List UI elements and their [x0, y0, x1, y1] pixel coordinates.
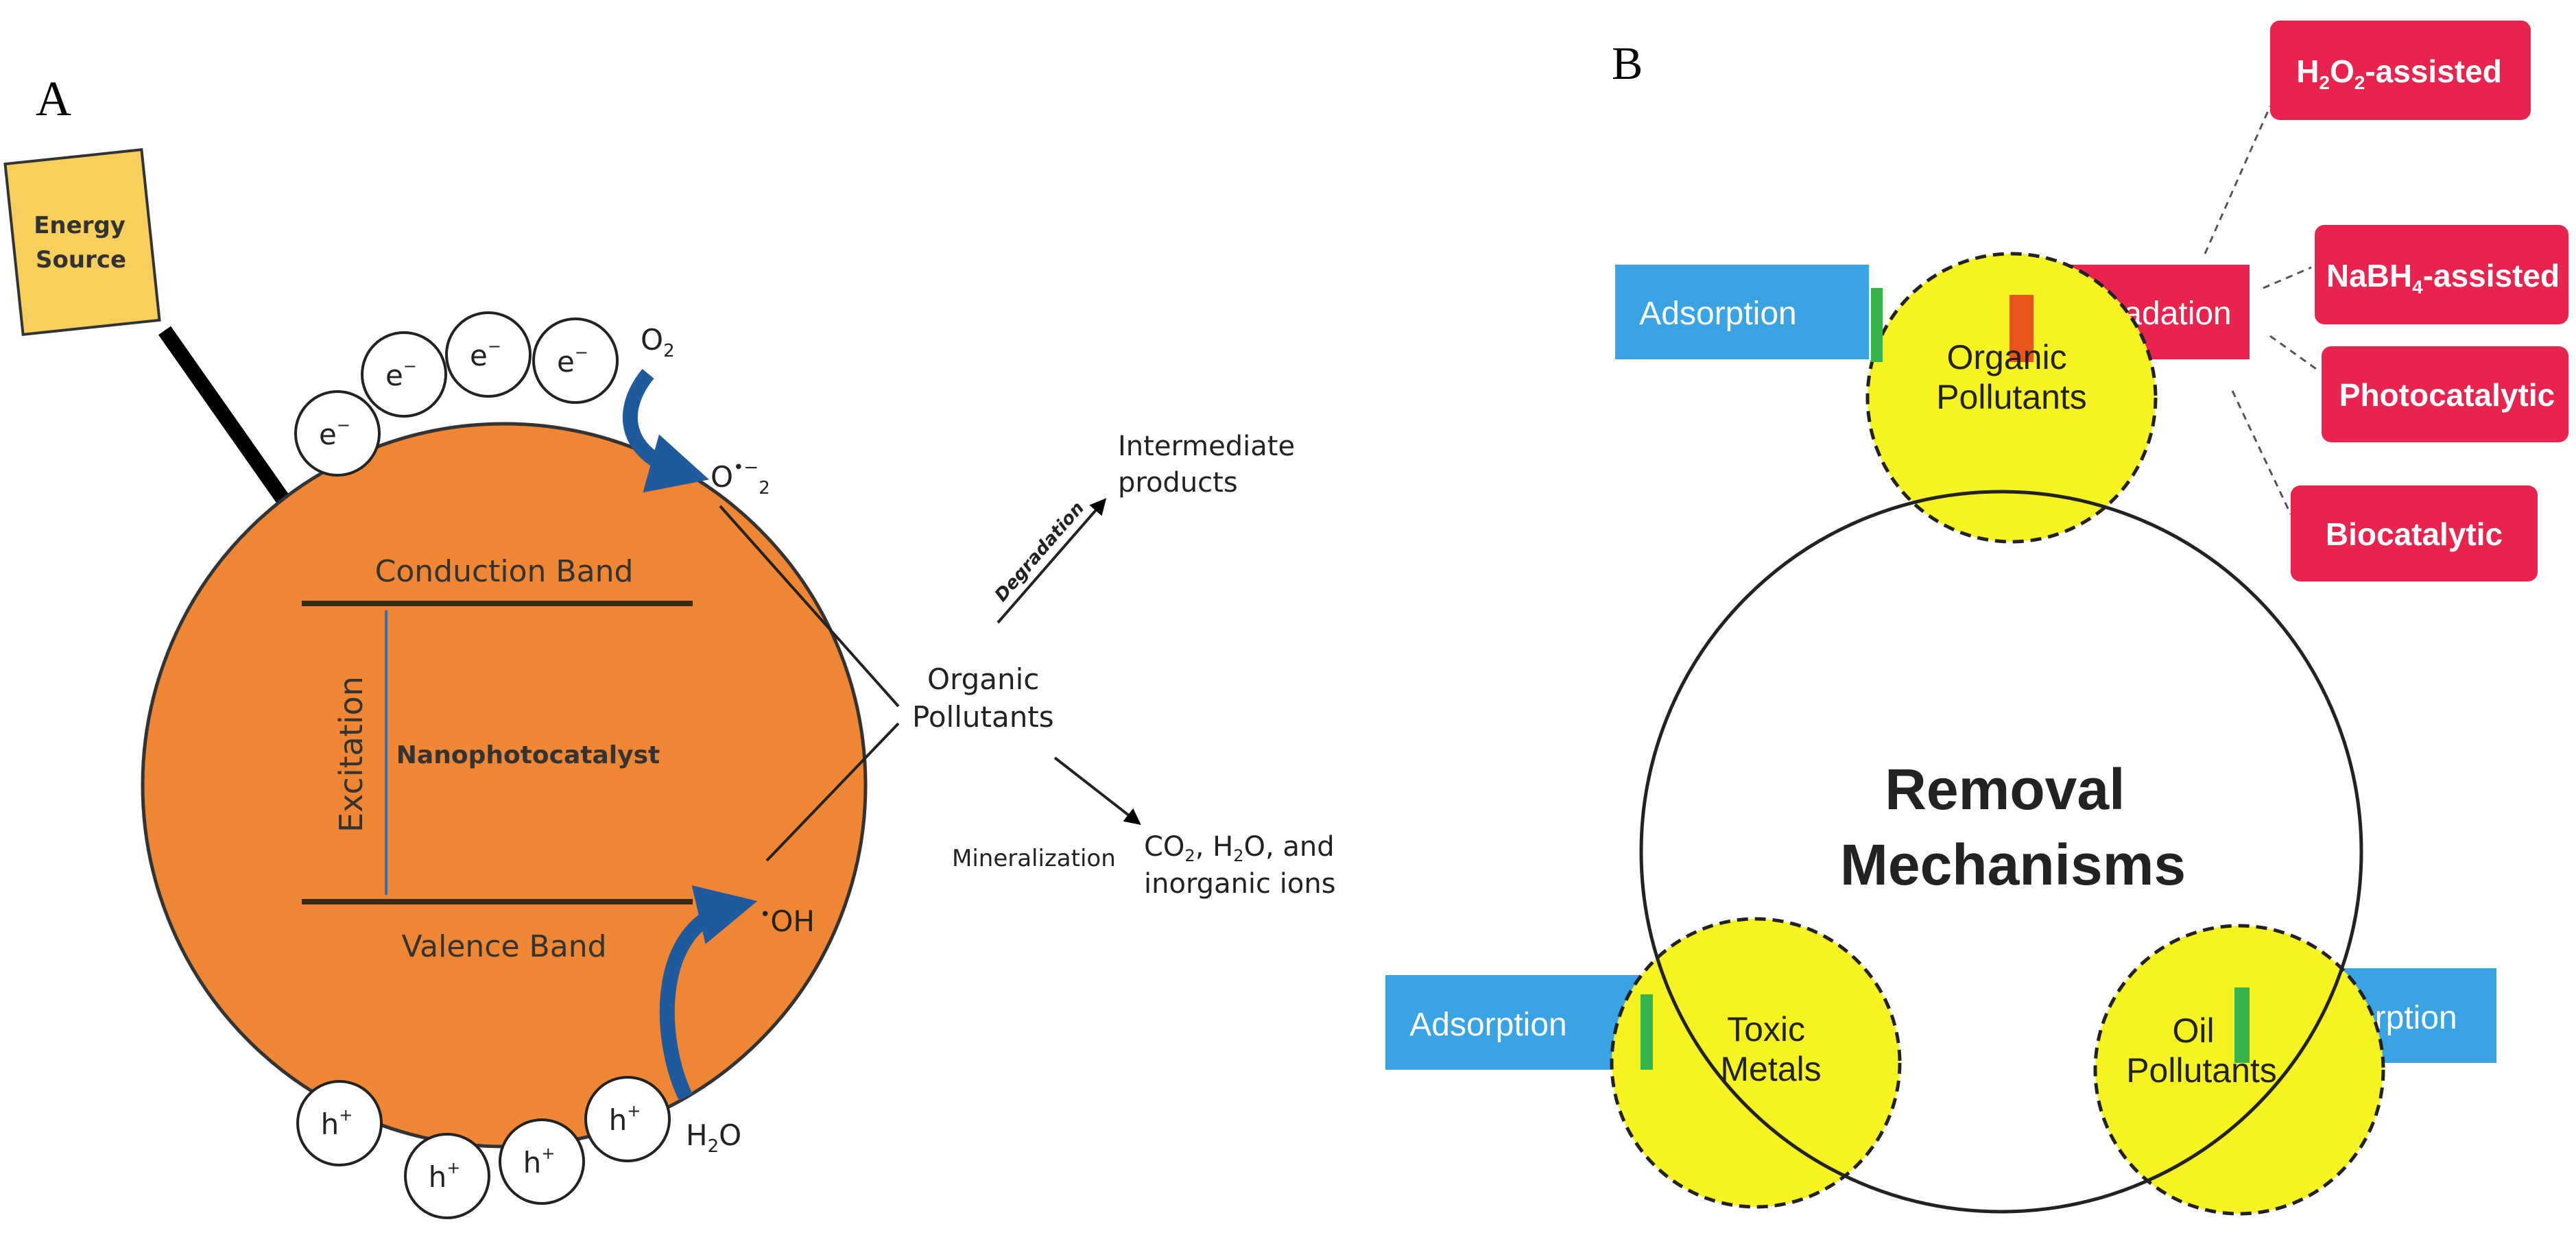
svg-text:e−: e− [385, 357, 417, 392]
svg-text:Organic Pollutants: Organic Pollutants [1936, 338, 2087, 416]
svg-text:h+: h+ [523, 1144, 556, 1179]
water-label: H2O [686, 1118, 741, 1157]
svg-text:Biocatalytic: Biocatalytic [2326, 516, 2503, 552]
panel-a: A Energy Source Conduction Band Valence … [3, 71, 1336, 1219]
energy-source-box [3, 148, 161, 336]
hydroxyl-label: •OH [760, 904, 815, 938]
organic-pollutants-a: Organic Pollutants [912, 662, 1054, 734]
svg-text:e−: e− [557, 343, 588, 379]
electron-2: e− [361, 331, 447, 418]
conduction-band-label: Conduction Band [375, 554, 634, 589]
organic-pollutants-circle: Organic Pollutants [1865, 252, 2158, 544]
mineralization-products-line1: CO2, H2O, and [1144, 831, 1335, 865]
superoxide-label: O•−2 [711, 457, 770, 499]
biocatalytic-box: Biocatalytic [2291, 485, 2538, 581]
photocatalytic-box: Photocatalytic [2322, 346, 2568, 442]
intermediate-products: Intermediate products [1118, 431, 1304, 499]
svg-text:h+: h+ [429, 1158, 461, 1194]
svg-text:e−: e− [470, 337, 501, 372]
mineralization-label: Mineralization [952, 845, 1116, 872]
holes: h+ h+ h+ h+ [296, 1076, 671, 1219]
energy-source-line2: Source [36, 246, 126, 274]
adsorption-bar-left: Adsorption [1385, 975, 1639, 1070]
svg-text:Toxic Metals: Toxic Metals [1720, 1010, 1821, 1088]
degradation-label-a: Degradation [991, 498, 1088, 605]
svg-text:h+: h+ [321, 1105, 353, 1141]
o2-to-superoxide-arrow [622, 369, 709, 493]
svg-text:H2O2-assisted: H2O2-assisted [2296, 53, 2502, 93]
nabh4-assisted-box: NaBH4-assisted [2315, 225, 2568, 324]
svg-text:Adsorption: Adsorption [1639, 296, 1796, 332]
hole-1: h+ [296, 1080, 383, 1166]
toxic-metals-circle: Toxic Metals [1610, 917, 1902, 1209]
svg-text:e−: e− [319, 416, 350, 451]
svg-text:Energy Source: Energy Source [34, 212, 134, 274]
catalyst-circle [141, 422, 868, 1149]
svg-text:Adsorption: Adsorption [1409, 1007, 1566, 1043]
panel-b: B Adsorption Degradation Adsorption Adso… [1385, 21, 2568, 1216]
removal-mechanisms-circle [1639, 490, 2363, 1214]
hole-3: h+ [499, 1118, 585, 1205]
mineralization-products-line2: inorganic ions [1144, 868, 1336, 900]
electrons: e− e− e− e− [294, 311, 619, 477]
degradation-arrow [997, 498, 1107, 624]
excitation-label: Excitation [333, 676, 370, 832]
svg-text:NaBH4-assisted: NaBH4-assisted [2326, 258, 2560, 298]
nanophotocatalyst-label: Nanophotocatalyst [396, 741, 660, 769]
electron-1: e− [294, 390, 381, 477]
svg-text:Photocatalytic: Photocatalytic [2339, 377, 2555, 413]
electron-3: e− [445, 311, 532, 398]
electron-4: e− [532, 317, 619, 404]
hole-4: h+ [584, 1076, 671, 1162]
valence-band-label: Valence Band [401, 929, 606, 964]
oil-pollutants-circle: Oil Pollutants [2093, 924, 2385, 1216]
svg-text:Oil Pollutants: Oil Pollutants [2126, 1011, 2277, 1090]
h2o2-assisted-box: H2O2-assisted [2270, 21, 2531, 120]
energy-source: Energy Source [3, 148, 161, 336]
nanophotocatalyst-sphere: Conduction Band Valence Band Nanophotoca… [141, 422, 868, 1149]
water-to-hydroxyl-arrow [659, 885, 758, 1101]
hole-2: h+ [404, 1133, 490, 1219]
method-connectors [2204, 106, 2319, 515]
panel-b-letter: B [1612, 37, 1643, 89]
svg-text:h+: h+ [609, 1101, 641, 1137]
hydroxyl-to-pollutants-line [765, 722, 900, 862]
adsorption-bar-top: Adsorption [1615, 265, 1869, 359]
panel-a-letter: A [36, 71, 71, 126]
o2-label: O2 [641, 323, 675, 361]
removal-mechanisms-label: Removal Mechanisms [1840, 757, 2186, 897]
mineralization-arrow [1053, 756, 1141, 825]
superoxide-to-pollutants-line [719, 505, 900, 708]
energy-source-line1: Energy [34, 212, 126, 239]
